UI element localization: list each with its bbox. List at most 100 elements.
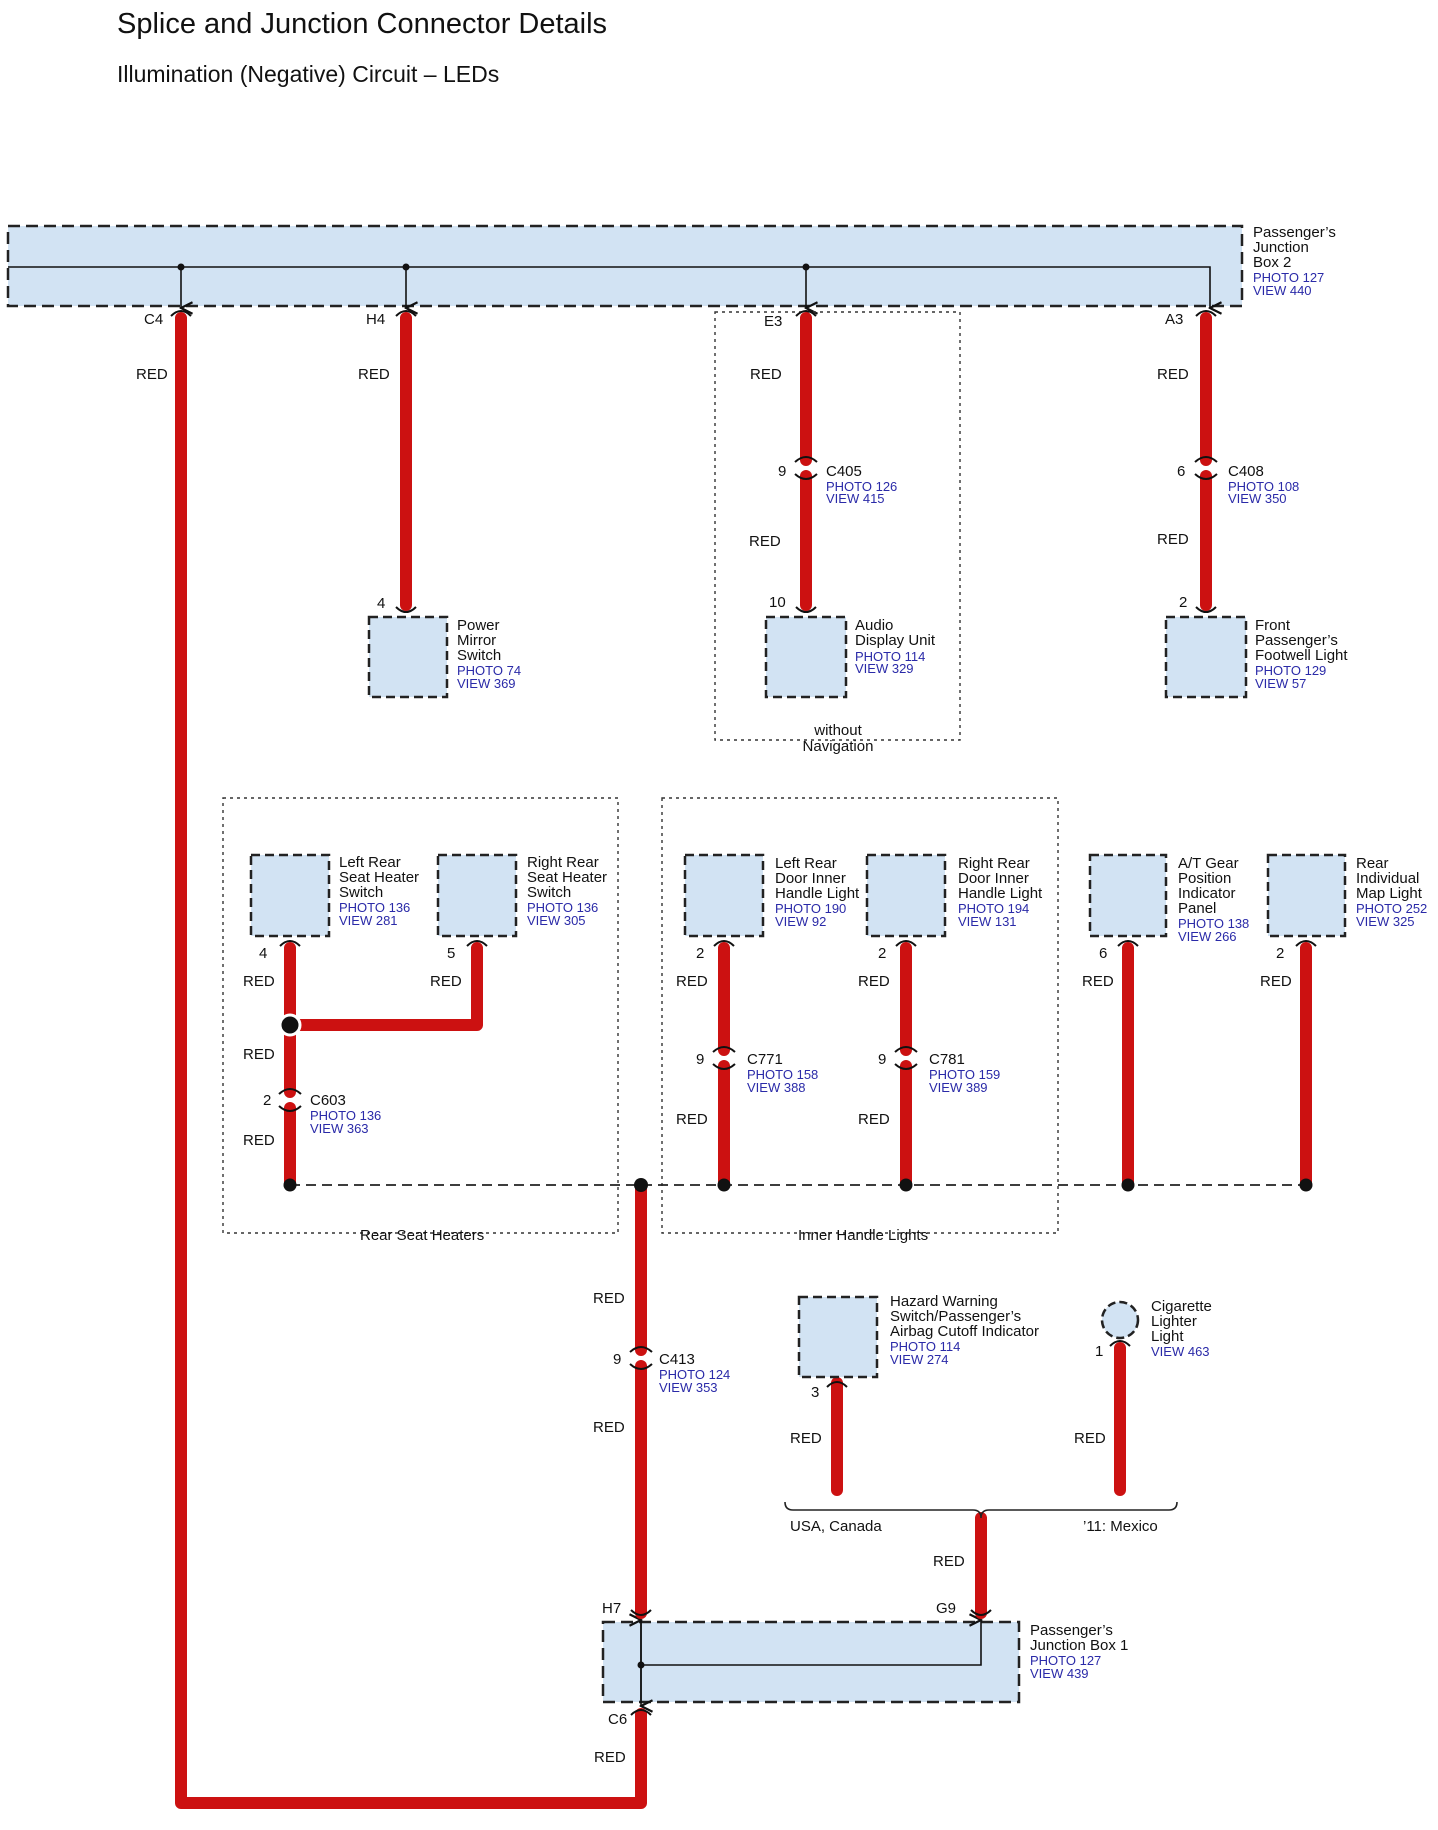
- lrseat-view-ref: VIEW 281: [339, 913, 398, 928]
- atgear-label-3: Indicator: [1178, 885, 1236, 902]
- footwell-label-1: Front: [1255, 617, 1291, 634]
- mirror-pin: 4: [377, 595, 385, 612]
- wire-label: RED: [676, 1111, 708, 1128]
- wire-label: RED: [858, 973, 890, 990]
- footwell-label-2: Passenger’s: [1255, 632, 1338, 649]
- cigarette-lighter-light-box: [1100, 1300, 1140, 1340]
- hazard-label-1: Hazard Warning: [890, 1293, 998, 1310]
- passenger-junction-box-2: [6, 224, 1244, 308]
- wire-label: RED: [1157, 531, 1189, 548]
- mexico-label: ’11: Mexico: [1083, 1518, 1158, 1535]
- mirror-label-3: Switch: [457, 647, 501, 664]
- navigation-group-label-2: Navigation: [803, 738, 874, 755]
- wire-label: RED: [593, 1290, 625, 1307]
- wire-label: RED: [1082, 973, 1114, 990]
- wire-label: RED: [933, 1553, 965, 1570]
- rrseat-label-3: Switch: [527, 884, 571, 901]
- c408-pin-top: 6: [1177, 463, 1185, 480]
- lrdoor-label-3: Handle Light: [775, 885, 860, 902]
- pjb1-view-ref: VIEW 439: [1030, 1666, 1089, 1681]
- option-bracket: [784, 1501, 1178, 1519]
- audio-display-unit-box: [764, 615, 848, 699]
- at-gear-panel-box: [1088, 853, 1168, 938]
- power-mirror-switch-box: [367, 615, 449, 699]
- audio-photo-ref: PHOTO 114: [855, 649, 925, 664]
- wire-label: RED: [790, 1430, 822, 1447]
- c771-view-ref: VIEW 388: [747, 1080, 806, 1095]
- lrseat-label-2: Seat Heater: [339, 869, 419, 886]
- c603-pin: 2: [263, 1092, 271, 1109]
- c405-pin-top: 9: [778, 463, 786, 480]
- pjb2-photo-ref: PHOTO 127: [1253, 270, 1324, 285]
- c405-pin-bottom: 10: [769, 594, 786, 611]
- seat-heater-splice: [278, 1013, 302, 1037]
- footwell-view-ref: VIEW 57: [1255, 676, 1306, 691]
- lrdoor-photo-ref: PHOTO 190: [775, 901, 846, 916]
- maplight-label-3: Map Light: [1356, 885, 1423, 902]
- maplight-photo-ref: PHOTO 252: [1356, 901, 1427, 916]
- c413-name: C413: [659, 1351, 695, 1368]
- pjb2-label-3: Box 2: [1253, 254, 1291, 271]
- ground-splice-dots: [283, 1178, 1313, 1192]
- mirror-view-ref: VIEW 369: [457, 676, 516, 691]
- terminal-c4: C4: [144, 311, 163, 328]
- c413-photo-ref: PHOTO 124: [659, 1367, 730, 1382]
- c781-view-ref: VIEW 389: [929, 1080, 988, 1095]
- atgear-label-1: A/T Gear: [1178, 855, 1239, 872]
- atgear-pin: 6: [1099, 945, 1107, 962]
- footwell-photo-ref: PHOTO 129: [1255, 663, 1326, 678]
- lrdoor-pin: 2: [696, 945, 704, 962]
- left-rear-seat-heater-box: [249, 853, 331, 938]
- inner-handle-lights-group: [661, 797, 1059, 1234]
- page-subtitle: Illumination (Negative) Circuit – LEDs: [117, 61, 500, 87]
- inline-connector-symbols: [278, 456, 1218, 1370]
- rear-seat-heaters-group: [222, 797, 619, 1234]
- mirror-label-1: Power: [457, 617, 500, 634]
- pjb1-photo-ref: PHOTO 127: [1030, 1653, 1101, 1668]
- c603-view-ref: VIEW 363: [310, 1121, 369, 1136]
- c781-name: C781: [929, 1051, 965, 1068]
- rrseat-photo-ref: PHOTO 136: [527, 900, 598, 915]
- usa-canada-label: USA, Canada: [790, 1518, 882, 1535]
- c603-photo-ref: PHOTO 136: [310, 1108, 381, 1123]
- cigar-view-ref: VIEW 463: [1151, 1344, 1210, 1359]
- rrseat-label-2: Seat Heater: [527, 869, 607, 886]
- atgear-label-2: Position: [1178, 870, 1231, 887]
- wire-label: RED: [430, 973, 462, 990]
- rrdoor-view-ref: VIEW 131: [958, 914, 1017, 929]
- wire-label: RED: [593, 1419, 625, 1436]
- pjb2-view-ref: VIEW 440: [1253, 283, 1312, 298]
- c405-photo-ref: PHOTO 126: [826, 479, 897, 494]
- terminal-h4: H4: [366, 311, 385, 328]
- maplight-pin: 2: [1276, 945, 1284, 962]
- cigar-label-3: Light: [1151, 1328, 1184, 1345]
- pjb2-label-2: Junction: [1253, 239, 1309, 256]
- passenger-junction-box-1: [601, 1620, 1021, 1704]
- hazard-switch-box: [797, 1295, 879, 1379]
- rrseat-label-1: Right Rear: [527, 854, 599, 871]
- c408-view-ref: VIEW 350: [1228, 491, 1287, 506]
- lrdoor-label-1: Left Rear: [775, 855, 837, 872]
- inner-handle-lights-label: Inner Handle Lights: [798, 1227, 928, 1244]
- pjb2-bus-dots: [177, 263, 810, 271]
- wire-label: RED: [750, 366, 782, 383]
- hazard-view-ref: VIEW 274: [890, 1352, 949, 1367]
